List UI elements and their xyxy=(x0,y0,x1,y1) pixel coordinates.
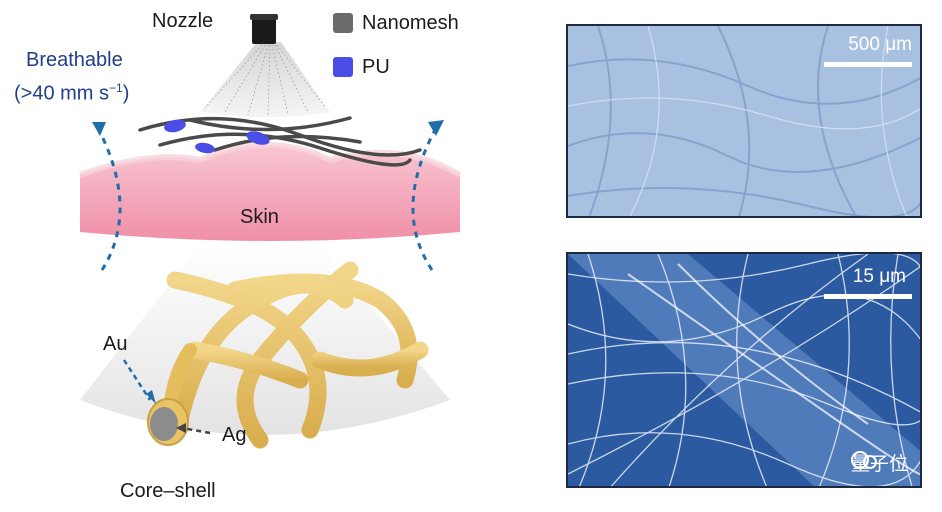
sem-image-low-magnification: 500 μm xyxy=(566,24,922,218)
pu-particles xyxy=(164,119,270,154)
watermark: 量子位 xyxy=(850,449,908,476)
sem-texture-high xyxy=(568,254,920,486)
breathable-rate: (>40 mm s−1) xyxy=(14,74,129,108)
air-flow-arrows xyxy=(96,127,438,271)
breathable-rate-exponent: −1 xyxy=(109,81,123,95)
breathable-title: Breathable xyxy=(26,49,123,71)
breathable-rate-close: ) xyxy=(122,82,130,105)
legend-swatch-nanomesh xyxy=(333,13,353,33)
ag-pointer xyxy=(181,426,211,435)
core-shell-fibers xyxy=(166,261,429,449)
nozzle-icon xyxy=(252,16,276,44)
ag-core xyxy=(150,407,178,441)
skin-label: Skin xyxy=(240,206,279,228)
ag-label: Ag xyxy=(222,424,247,446)
au-pointer xyxy=(122,359,152,401)
arrow-up-left-icon xyxy=(92,122,106,136)
au-label: Au xyxy=(103,333,128,355)
breathable-rate-value: (>40 mm s xyxy=(14,82,110,105)
sem-texture-low xyxy=(568,26,920,216)
scale-bar-15um xyxy=(824,294,912,299)
breathable-label: Breathable (>40 mm s−1) xyxy=(14,46,129,108)
arrow-up-right-icon xyxy=(428,120,444,136)
spray-cone xyxy=(200,42,330,117)
sem-image-high-magnification: 15 μm 量子位 xyxy=(566,252,922,488)
skin-block xyxy=(80,145,460,241)
legend-label-nanomesh: Nanomesh xyxy=(362,12,459,34)
core-shell-label: Core–shell xyxy=(120,480,216,502)
magnification-cone xyxy=(80,245,450,435)
nozzle-label: Nozzle xyxy=(152,10,214,32)
legend-label-pu: PU xyxy=(362,56,390,78)
nanomesh-fibers xyxy=(138,116,422,167)
scale-bar-500um xyxy=(824,62,912,67)
legend-swatch-pu xyxy=(333,57,353,77)
watermark-logo-icon xyxy=(850,451,877,469)
scale-label-500um: 500 μm xyxy=(848,34,912,55)
scale-label-15um: 15 μm xyxy=(852,266,906,287)
